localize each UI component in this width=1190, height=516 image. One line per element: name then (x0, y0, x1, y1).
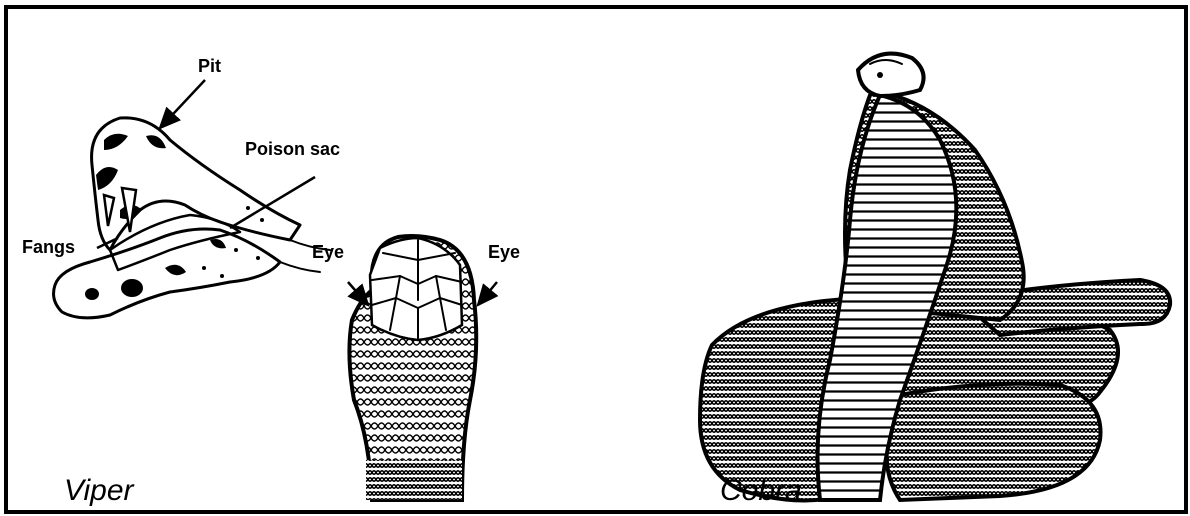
eye-right-arrow (478, 282, 497, 305)
poison-sac-arrow (230, 177, 315, 228)
eye-right-label: Eye (488, 242, 520, 262)
pit-label: Pit (198, 56, 221, 76)
cobra-caption: Cobra (720, 474, 802, 507)
viper-caption: Viper (64, 474, 135, 507)
eye-left-arrow (348, 282, 368, 305)
pit-arrow (160, 80, 205, 128)
snake-head-top-view-illustration (349, 236, 476, 500)
cobra-illustration (700, 54, 1170, 501)
eye-left-label: Eye (312, 242, 344, 262)
poison-sac-label: Poison sac (245, 139, 340, 159)
fangs-label: Fangs (22, 237, 75, 257)
